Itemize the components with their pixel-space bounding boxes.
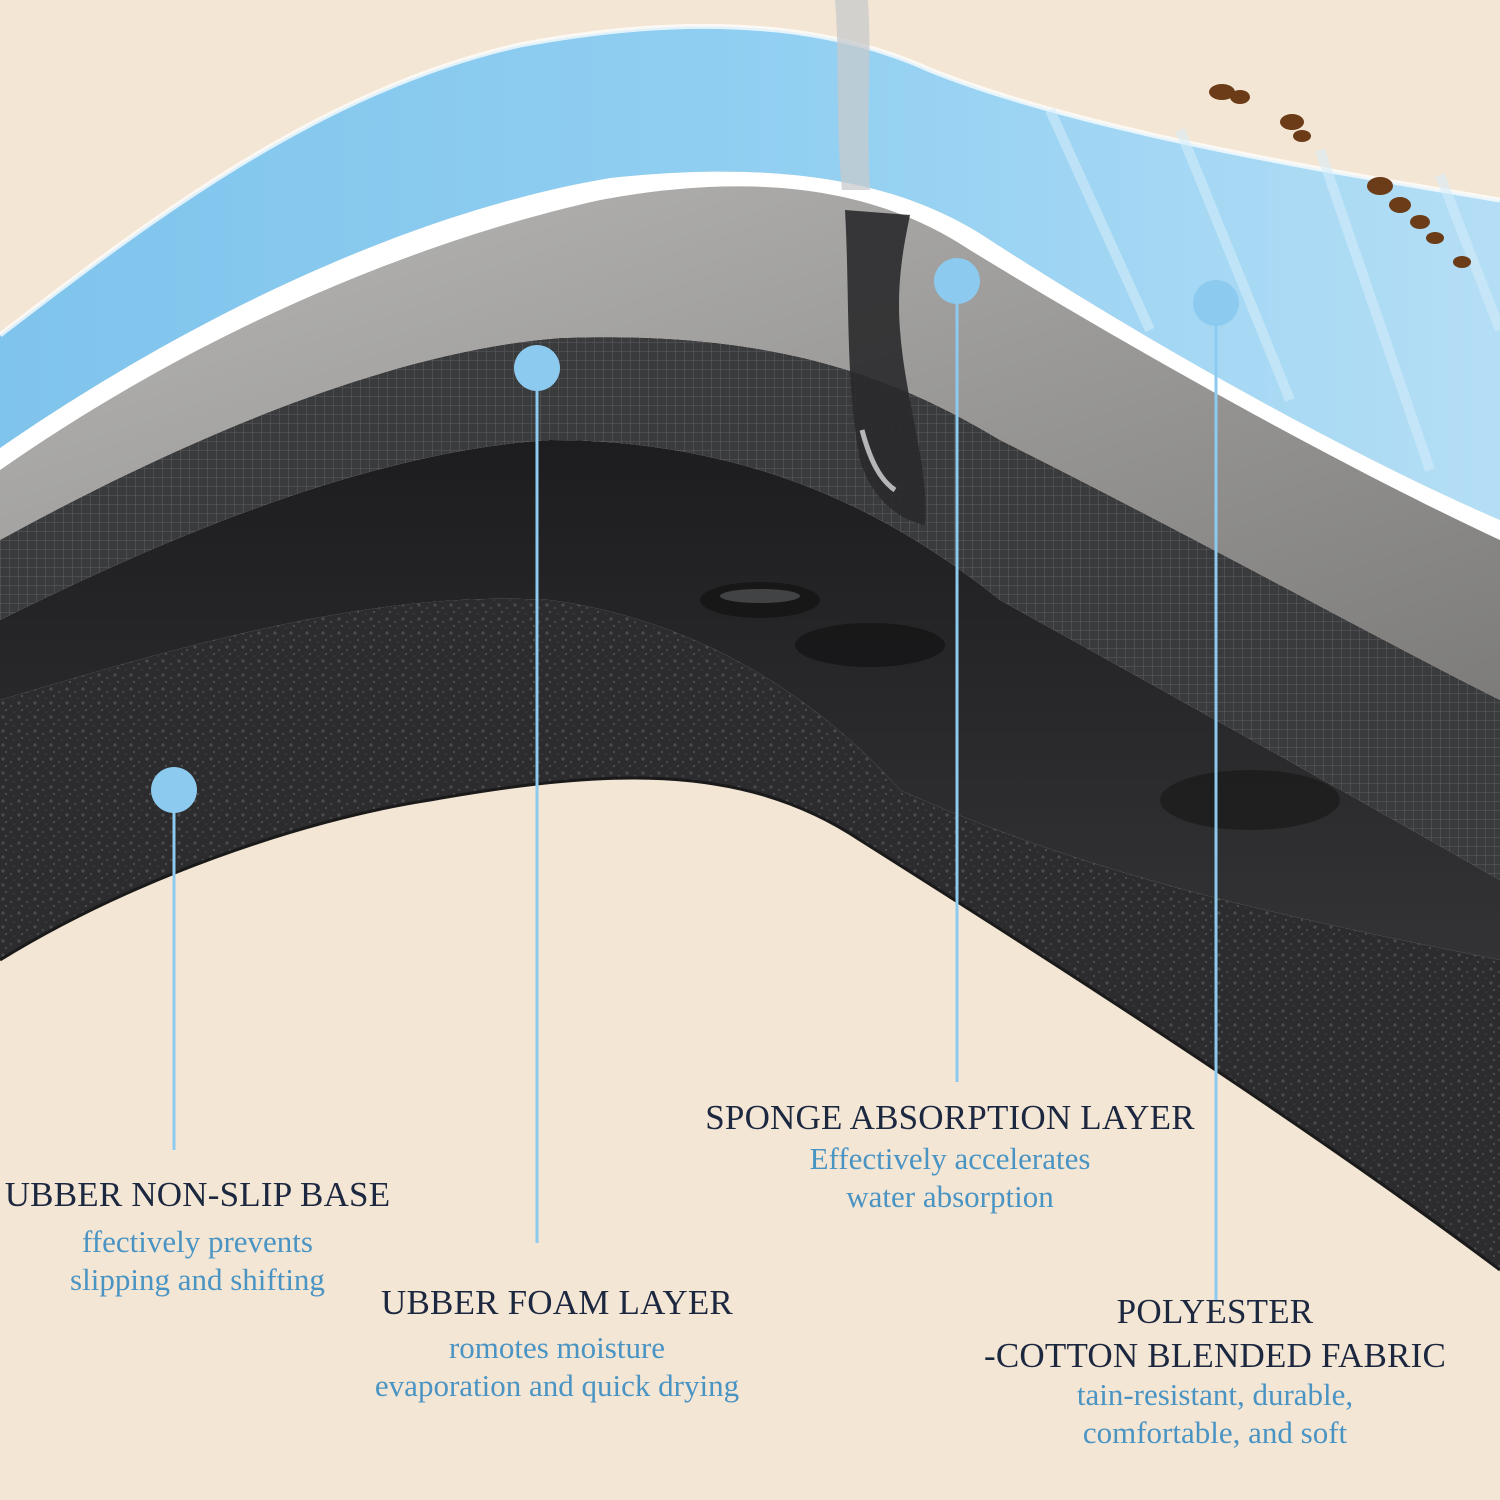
label-fabric-desc-1: tain-resistant, durable, [1076,1377,1354,1412]
callout-dot-foam [514,345,560,391]
fabric-top-layer [0,26,1500,521]
water-stream [700,0,1340,830]
callout-dot-base [151,767,197,813]
label-sponge-desc-1: Effectively accelerates [809,1141,1091,1176]
coffee-drops [1209,84,1471,268]
callout-fabric [1193,280,1239,1300]
label-foam-desc-2: evaporation and quick drying [374,1368,740,1403]
sponge-layer-sheet [0,337,1500,880]
callout-base [151,767,197,1150]
label-fabric-title-1: POLYESTER [1116,1292,1314,1331]
callout-dot-sponge [934,258,980,304]
label-base-desc-2: slipping and shifting [70,1262,325,1297]
label-fabric: POLYESTER -COTTON BLENDED FABRIC tain-re… [960,1292,1470,1452]
label-base: UBBER NON-SLIP BASE ffectively prevents … [0,1175,395,1299]
label-foam-title: UBBER FOAM LAYER [381,1283,733,1322]
label-fabric-title-2: -COTTON BLENDED FABRIC [984,1336,1446,1375]
fabric-underside [0,186,1500,701]
label-sponge-title: SPONGE ABSORPTION LAYER [705,1098,1195,1137]
label-foam: UBBER FOAM LAYER romotes moisture evapor… [337,1283,777,1405]
callout-foam [514,345,560,1243]
callout-dot-fabric [1193,280,1239,326]
label-base-desc-1: ffectively prevents [82,1224,313,1259]
rubber-base-layer [0,598,1500,1500]
label-foam-desc-1: romotes moisture [448,1330,666,1365]
foam-layer-sheet [0,440,1500,960]
label-base-title: UBBER NON-SLIP BASE [4,1175,391,1214]
label-sponge: SPONGE ABSORPTION LAYER Effectively acce… [680,1098,1220,1216]
callout-sponge [934,258,980,1082]
label-sponge-desc-2: water absorption [846,1179,1054,1214]
label-fabric-desc-2: comfortable, and soft [1082,1415,1348,1450]
fabric-stripes [1045,107,1500,472]
